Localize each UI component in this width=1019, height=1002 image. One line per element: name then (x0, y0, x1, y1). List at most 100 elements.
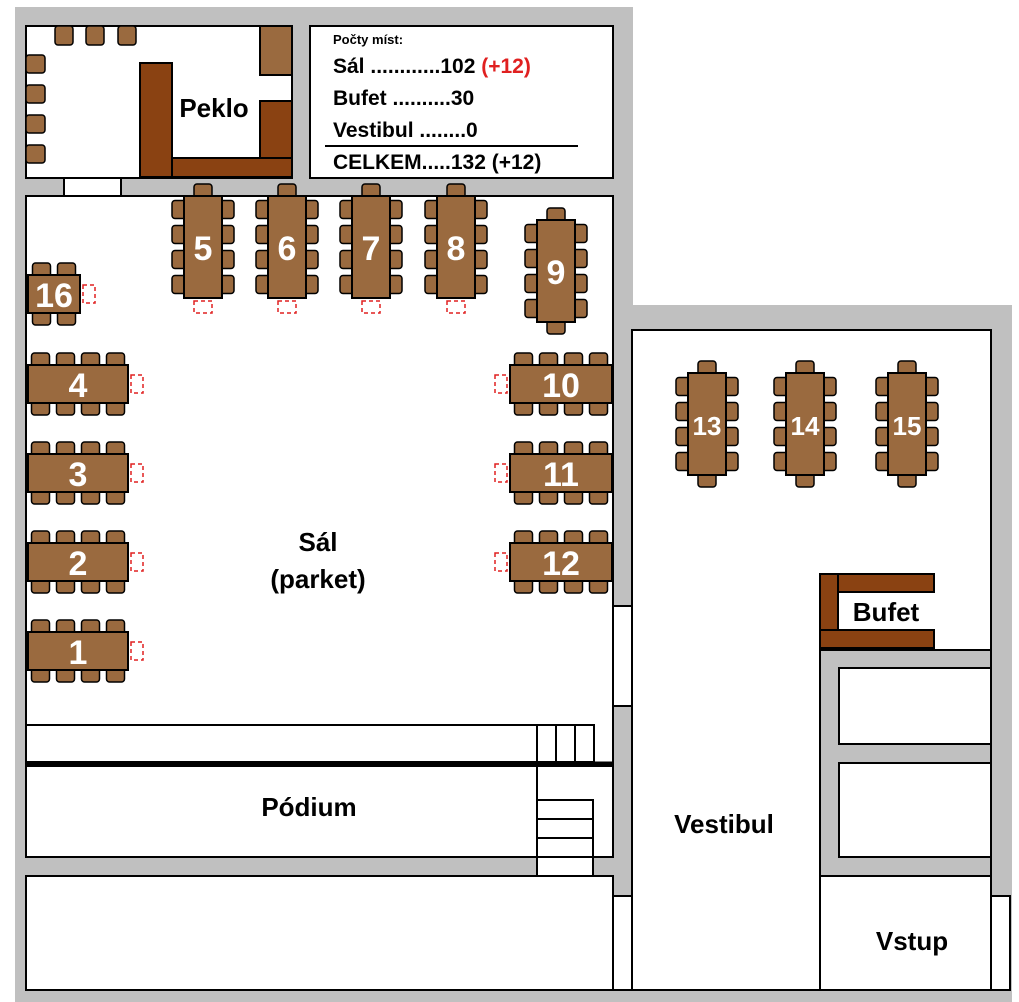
extra-seat (193, 300, 213, 314)
table-top (436, 195, 476, 299)
table-1: 1 (27, 619, 144, 683)
table-number: 16 (35, 277, 73, 315)
seat (25, 144, 46, 164)
seat (25, 54, 46, 74)
table-15: 15 (875, 360, 939, 488)
extra-seat (130, 374, 144, 394)
table-number: 6 (278, 230, 297, 268)
table-number: 4 (69, 367, 88, 405)
door-strip-lobby (612, 895, 633, 991)
table-top (27, 542, 129, 582)
table-number: 8 (447, 230, 466, 268)
extra-seat (361, 300, 381, 314)
hell-counter-right (259, 100, 293, 159)
table-top (267, 195, 307, 299)
table-top (351, 195, 391, 299)
table-number: 14 (791, 411, 820, 441)
buffet-room-1 (838, 667, 992, 745)
seat (25, 114, 46, 134)
room-label-stage: Pódium (261, 792, 356, 822)
stairs-well (536, 856, 594, 877)
buffet-service (819, 573, 992, 991)
room-label-hall-sub: (parket) (270, 564, 365, 594)
legend-row-hall-label: Sál ............102 (333, 55, 475, 78)
legend-row-lobby: Vestibul ........0 (333, 119, 478, 142)
seat (117, 25, 137, 46)
table-top (27, 453, 129, 493)
stairs (536, 799, 594, 858)
table-top (785, 372, 825, 476)
table-top (509, 542, 613, 582)
room-label-entrance: Vstup (876, 926, 948, 956)
extra-seat (130, 463, 144, 483)
extra-seat (494, 374, 508, 394)
door-hall-lobby (612, 605, 633, 707)
legend-row-hall: Sál ............102 (+12) (333, 55, 531, 78)
table-2: 2 (27, 530, 144, 594)
legend-row-hall-extra: (+12) (481, 55, 531, 78)
table-number: 7 (362, 230, 381, 268)
table-number: 3 (69, 456, 88, 494)
extra-seat (494, 463, 508, 483)
table-top (183, 195, 223, 299)
table-11: 11 (494, 441, 613, 505)
table-top (536, 219, 576, 323)
table-7: 7 (339, 183, 403, 314)
door-entrance (990, 895, 1011, 991)
extra-seat (130, 552, 144, 572)
room-bottom-strip (25, 875, 614, 991)
legend-title: Počty míst: (333, 32, 403, 47)
table-top (27, 274, 81, 314)
table-12: 12 (494, 530, 613, 594)
table-number: 11 (543, 456, 579, 494)
door-hell-hall (63, 177, 122, 197)
table-number: 2 (69, 545, 88, 583)
table-top (509, 453, 613, 493)
table-number: 1 (69, 634, 88, 672)
hell-seats (25, 25, 137, 164)
stage (25, 765, 538, 858)
hell-bar-bottom (171, 157, 293, 178)
extra-seat (494, 552, 508, 572)
room-label-buffet: Bufet (853, 597, 920, 627)
hell-cabinet (259, 25, 293, 76)
legend-total: CELKEM.....132 (+12) (333, 151, 541, 174)
legend-row-buffet: Bufet ..........30 (333, 87, 474, 110)
table-9: 9 (524, 207, 588, 335)
table-3: 3 (27, 441, 144, 505)
table-16: 16 (27, 262, 96, 326)
bar-counter-bottom (819, 629, 935, 649)
extra-seat (446, 300, 466, 314)
table-top (509, 364, 613, 404)
seat (25, 84, 46, 104)
hell-furniture (25, 25, 293, 178)
table-top (27, 364, 129, 404)
table-13: 13 (675, 360, 739, 488)
seat (85, 25, 105, 46)
table-number: 5 (194, 230, 213, 268)
stage-area (25, 724, 614, 877)
table-14: 14 (773, 360, 837, 488)
table-number: 9 (547, 254, 566, 292)
extra-seat (82, 284, 96, 304)
table-10: 10 (494, 352, 613, 416)
extra-seat (277, 300, 297, 314)
room-label-hall: Sál (298, 527, 337, 557)
hell-bar-vertical (139, 62, 173, 178)
entrance-room (819, 875, 992, 991)
table-top (687, 372, 727, 476)
table-number: 12 (542, 545, 580, 583)
table-top (887, 372, 927, 476)
table-top (27, 631, 129, 671)
room-labels: Peklo Sál (parket) Pódium Vestibul Bufet… (179, 93, 948, 956)
table-5: 5 (171, 183, 235, 314)
buffet-room-2 (838, 762, 992, 858)
table-number: 13 (693, 411, 722, 441)
table-6: 6 (255, 183, 319, 314)
seat (54, 25, 74, 46)
table-4: 4 (27, 352, 144, 416)
room-legend-box (309, 25, 614, 179)
extra-seat (130, 641, 144, 661)
